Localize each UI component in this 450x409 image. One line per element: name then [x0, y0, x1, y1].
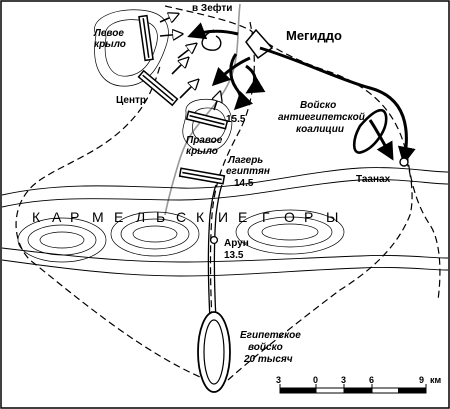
carmel-range-band [1, 167, 449, 277]
label-arun: Арун [224, 238, 249, 249]
label-camp-2: египтян [226, 166, 270, 177]
svg-text:0: 0 [313, 375, 318, 385]
svg-text:Е: Е [238, 209, 247, 225]
label-coalition-1: Войско [300, 100, 336, 111]
label-army-1: Египетское [240, 330, 301, 341]
carmel-hills [17, 209, 345, 263]
curl-arrow [201, 29, 222, 51]
label-army-2: войско [248, 342, 283, 353]
svg-text:Ь: Ь [156, 209, 165, 225]
label-left-wing: Левое [93, 28, 124, 39]
taanach-marker [399, 157, 409, 167]
egyptian-march-route [207, 184, 223, 321]
label-center: Центр [116, 95, 146, 106]
label-camp-1: Лагерь [227, 155, 263, 166]
svg-text:О: О [284, 209, 295, 225]
egyptian-formations [137, 14, 229, 185]
svg-text:км: км [430, 375, 442, 385]
label-megiddo: Мегиддо [286, 28, 342, 43]
svg-text:С: С [176, 209, 186, 225]
svg-text:А: А [52, 209, 62, 225]
hill-contours-northwest [94, 9, 169, 87]
label-carmel-range: К А Р М Е Л Ь С К И Е Г О Р Ы [32, 209, 338, 225]
label-right-wing-2: крыло [186, 146, 218, 157]
svg-text:Г: Г [262, 209, 270, 225]
label-coalition-3: коалиции [296, 124, 344, 135]
egyptian-army [197, 311, 231, 393]
svg-text:Е: Е [114, 209, 123, 225]
coalition-movement-arrows [187, 22, 416, 165]
svg-text:Ы: Ы [326, 209, 338, 225]
egyptian-advance-arrows [159, 14, 220, 111]
svg-text:Р: Р [70, 209, 79, 225]
routes-dashed [15, 5, 441, 386]
svg-text:К: К [32, 209, 41, 225]
label-right-wing-date: 15.5 [226, 114, 246, 125]
hill-contours-center [182, 98, 233, 153]
label-zefti: в Зефти [192, 2, 232, 14]
svg-text:6: 6 [369, 375, 374, 385]
label-left-wing-2: крыло [94, 39, 126, 50]
label-taanach: Таанах [356, 174, 391, 185]
label-army-3: 20 тысяч [243, 354, 293, 365]
label-camp-date: 14.5 [234, 178, 254, 189]
svg-text:3: 3 [341, 375, 346, 385]
svg-text:Л: Л [136, 209, 145, 225]
svg-text:3: 3 [276, 375, 281, 385]
svg-text:И: И [218, 209, 228, 225]
svg-text:9: 9 [419, 375, 424, 385]
svg-text:Р: Р [304, 209, 313, 225]
svg-text:К: К [196, 209, 205, 225]
scale-bar: 3 0 3 6 9 км [276, 375, 442, 394]
megiddo-fortress-icon [245, 28, 274, 60]
label-coalition-2: антиегипетской [278, 112, 365, 123]
arun-marker [209, 235, 219, 245]
label-arun-date: 13.5 [224, 250, 244, 261]
svg-text:М: М [92, 209, 104, 225]
label-right-wing: Правое [186, 135, 223, 146]
